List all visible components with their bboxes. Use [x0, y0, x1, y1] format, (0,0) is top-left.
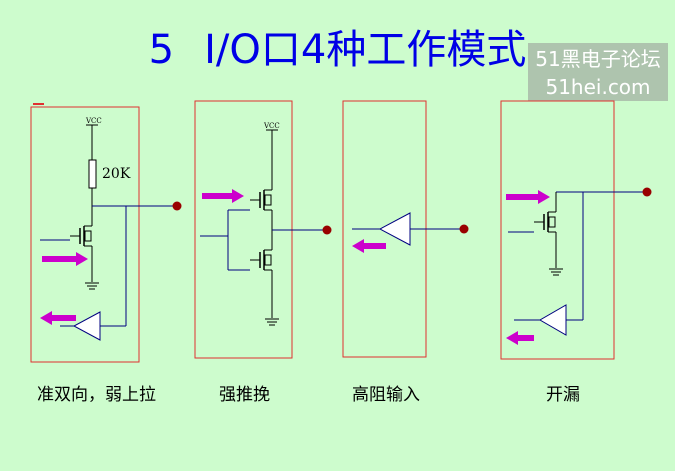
input-arrow-icon: [202, 189, 244, 203]
panel-push-pull: VCC: [194, 100, 332, 359]
input-buffer: [378, 212, 411, 246]
title-text: I/O口4种工作模式: [204, 27, 527, 73]
input-arrow-icon: [506, 190, 550, 204]
nmos-transistor: [249, 249, 273, 271]
vcc-label: VCC: [263, 122, 280, 130]
pmos-transistor: [249, 189, 273, 211]
watermark-line1: 51黑电子论坛: [535, 47, 661, 71]
ground-icon: [84, 282, 100, 290]
ground-icon: [264, 318, 280, 326]
nmos-transistor: [69, 225, 93, 247]
panel-box: [500, 100, 615, 360]
input-buffer: [538, 304, 567, 336]
vcc-label: VCC: [85, 117, 102, 125]
mode-label-high-impedance: 高阻输入: [352, 385, 420, 405]
io-pin: [642, 187, 652, 197]
output-arrow-icon: [40, 311, 76, 325]
mode-label-quasi-bidirectional: 准双向，弱上拉: [37, 385, 156, 405]
page-title: 5 I/O口4种工作模式: [0, 26, 675, 74]
pullup-resistor: [88, 159, 97, 189]
output-arrow-icon: [506, 331, 534, 345]
resistor-label: 20K: [102, 166, 131, 182]
ground-icon: [548, 268, 564, 276]
watermark: 51黑电子论坛 51hei.com: [528, 43, 668, 101]
panel-box: [30, 106, 140, 363]
panel-open-drain: [500, 100, 652, 360]
output-arrow-icon: [352, 239, 386, 253]
title-number: 5: [148, 27, 175, 73]
nmos-transistor: [533, 211, 557, 233]
io-pin: [322, 225, 332, 235]
input-arrow-icon: [42, 252, 88, 266]
io-pin: [459, 224, 469, 234]
mode-label-push-pull: 强推挽: [219, 385, 270, 405]
watermark-line2: 51hei.com: [545, 75, 651, 99]
panel-high-impedance-input: [342, 100, 469, 358]
panel-quasi-bidirectional: VCC 20K: [30, 103, 182, 363]
mode-label-open-drain: 开漏: [546, 385, 580, 405]
io-pin: [172, 201, 182, 211]
input-buffer: [72, 311, 101, 341]
